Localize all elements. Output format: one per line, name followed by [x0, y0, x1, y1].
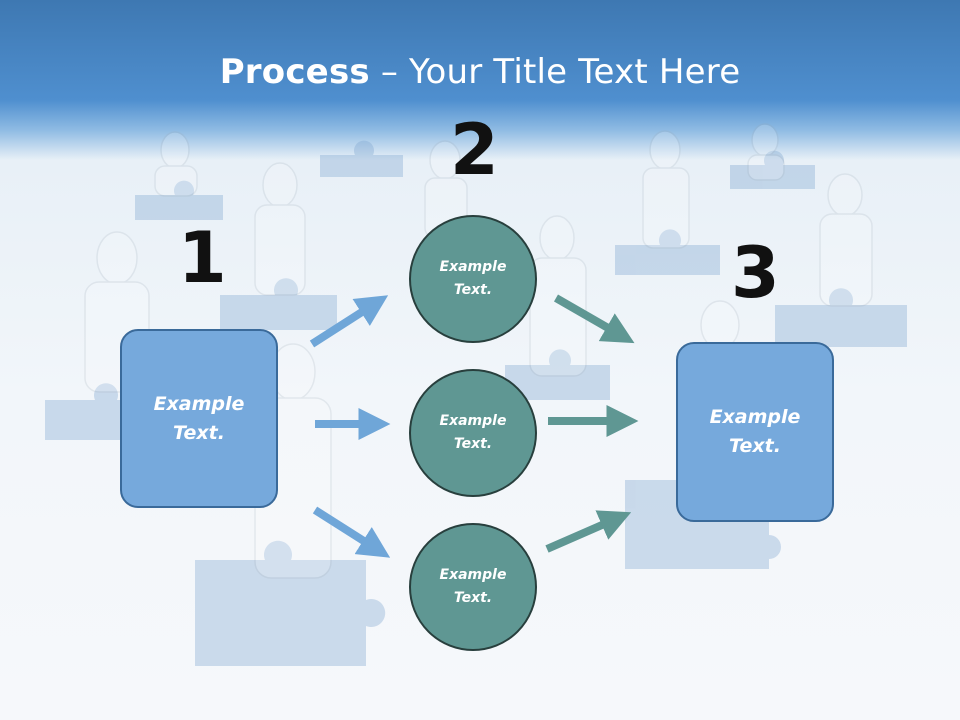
arrow-right-icon	[309, 295, 389, 348]
arrow-right-icon	[312, 506, 391, 558]
figure-icon	[642, 130, 690, 249]
puzzle-piece-icon	[775, 288, 907, 347]
step-number-3: 3	[731, 232, 780, 314]
step-3-box: Example Text.	[676, 342, 834, 522]
puzzle-piece-icon	[320, 140, 403, 177]
figure-icon	[254, 162, 306, 296]
step-1-box: Example Text.	[120, 329, 278, 508]
figure-icon	[819, 173, 873, 307]
figure-icon	[529, 215, 587, 377]
figure-icon	[747, 123, 785, 181]
puzzle-piece-icon	[615, 229, 720, 275]
step-2-circle-top: Example Text.	[409, 215, 537, 343]
puzzle-piece-icon	[135, 180, 223, 220]
arrow-right-icon	[554, 294, 635, 344]
circle-bottom-line2: Text.	[453, 590, 493, 606]
circle-middle-line2: Text.	[453, 436, 493, 452]
step-2-circle-bottom: Example Text.	[409, 523, 537, 651]
title-strong: Process	[219, 52, 370, 92]
circle-middle-line1: Example	[439, 413, 507, 429]
step-3-box-line2: Text.	[729, 435, 781, 457]
slide-title: Process – Your Title Text Here	[0, 52, 960, 92]
circle-top-line2: Text.	[453, 282, 493, 298]
circle-bottom-line1: Example	[439, 567, 507, 583]
arrow-right-icon	[545, 510, 632, 553]
step-1-box-line2: Text.	[173, 421, 225, 444]
title-rest: – Your Title Text Here	[369, 52, 741, 92]
circle-top-line1: Example	[439, 259, 507, 275]
puzzle-piece-icon	[195, 540, 386, 666]
step-number-2: 2	[450, 109, 499, 191]
step-2-circle-middle: Example Text.	[409, 369, 537, 497]
puzzle-piece-icon	[220, 278, 337, 330]
puzzle-piece-icon	[730, 150, 815, 189]
figure-icon	[154, 131, 198, 197]
step-3-box-line1: Example	[709, 406, 801, 428]
puzzle-piece-icon	[505, 349, 610, 400]
step-1-box-line1: Example	[153, 392, 245, 415]
step-number-1: 1	[178, 217, 227, 299]
